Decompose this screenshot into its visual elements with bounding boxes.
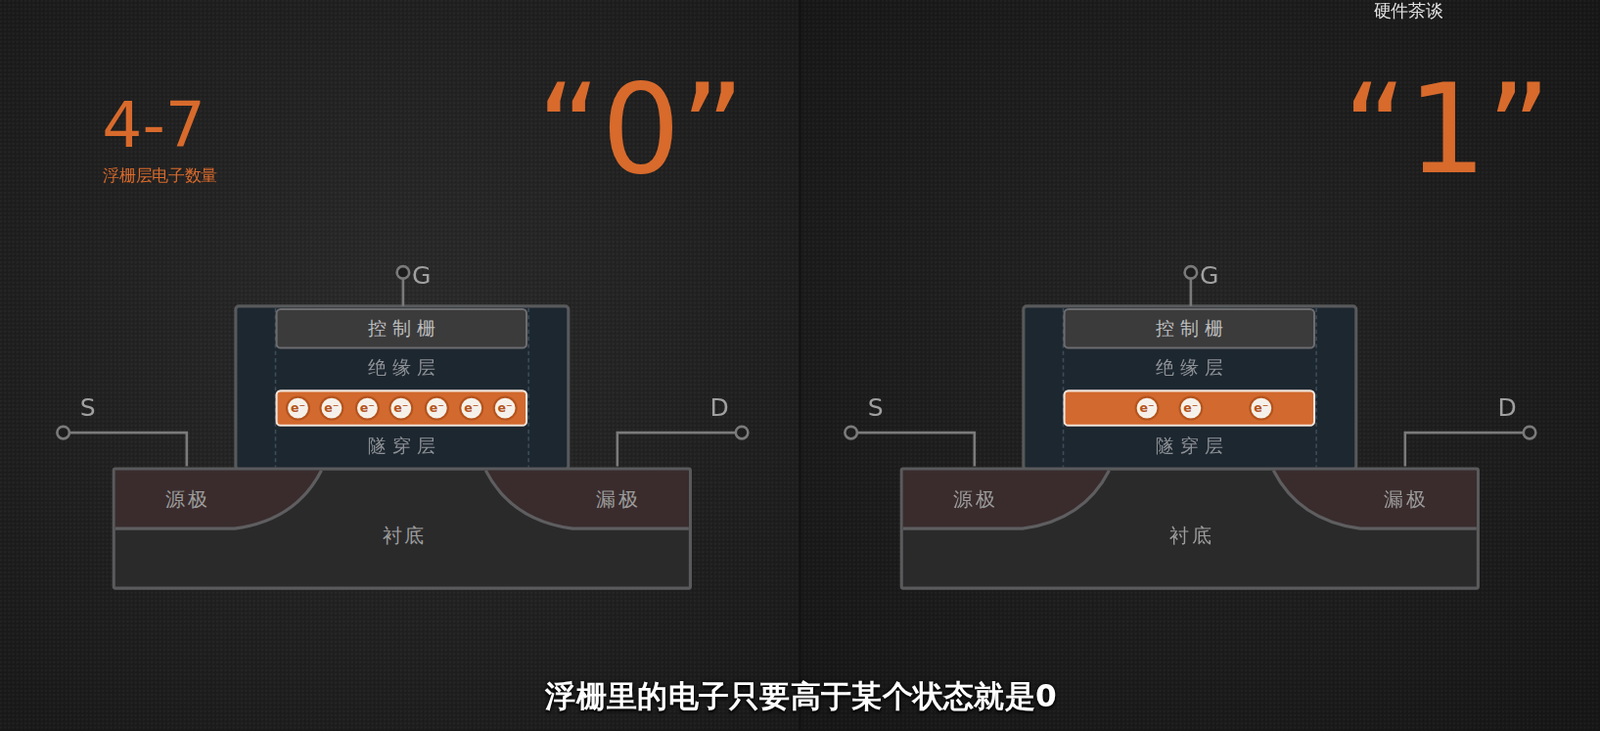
gate-wire: [402, 278, 406, 307]
region-outline: [115, 470, 322, 529]
region-shape: [903, 470, 1110, 532]
source-region: 源极: [115, 470, 322, 529]
layer-label: 绝缘层: [362, 358, 442, 377]
pin-name: S: [868, 396, 884, 421]
terminal: [844, 426, 858, 440]
drain-wire: [617, 432, 736, 466]
dash-line: [527, 308, 530, 468]
count-range: 4-7: [101, 93, 206, 158]
transistor-right: [844, 266, 1536, 470]
terminal: [735, 426, 749, 440]
electron: e⁻: [424, 396, 450, 421]
electron: e⁻: [319, 396, 344, 421]
floating-gate-box: e⁻ e⁻ e⁻ e⁻ e⁻ e⁻ e⁻: [275, 389, 529, 427]
region-fill: [115, 470, 322, 529]
drain-region: 漏极: [485, 470, 689, 529]
layer-label: 绝缘层: [1149, 358, 1230, 377]
transistor-left: [56, 266, 748, 470]
gate-label: 控制栅: [1149, 316, 1230, 341]
region-outline: [903, 470, 1110, 529]
substrate-box: 衬底 源极 漏极: [900, 467, 1480, 591]
terminal: [1523, 426, 1537, 440]
control-gate-box: 控制栅: [275, 308, 529, 350]
gate-label: 控制栅: [362, 316, 442, 341]
region-label: 衬底: [1166, 522, 1215, 549]
control-gate-box: 控制栅: [1063, 308, 1317, 350]
pin-name: S: [80, 396, 96, 421]
region-label: 漏极: [1380, 486, 1429, 513]
electron: e⁻: [355, 396, 380, 421]
region-shape: [485, 470, 689, 532]
electron: e⁻: [1248, 396, 1274, 421]
electron: e⁻: [1135, 396, 1160, 421]
state-value: “0”: [536, 67, 745, 192]
electron: e⁻: [285, 396, 311, 421]
source-wire: [69, 432, 187, 466]
dash-line: [1315, 308, 1318, 468]
region-shape: [115, 470, 322, 532]
pin-name: G: [411, 263, 431, 288]
region-outline: [1273, 470, 1477, 529]
drain-region: 漏极: [1273, 470, 1477, 529]
electron: e⁻: [493, 396, 518, 421]
gate-wire: [1189, 278, 1193, 307]
substrate-box: 衬底 源极 漏极: [112, 467, 692, 591]
watermark: 硬件茶谈: [1373, 2, 1444, 21]
drain-wire: [1405, 432, 1524, 466]
region-shape: [1273, 470, 1477, 532]
region-outline: [485, 470, 689, 529]
state-value: “1”: [1342, 67, 1552, 192]
source-wire: [857, 432, 975, 466]
layer-label: 隧穿层: [362, 436, 442, 456]
electron: e⁻: [458, 396, 484, 421]
region-label: 源极: [162, 486, 211, 513]
electron: e⁻: [388, 396, 413, 421]
region-fill: [1273, 470, 1477, 529]
count-caption: 浮栅层电子数量: [102, 167, 218, 184]
gate-stack: [1023, 306, 1357, 470]
source-region: 源极: [903, 470, 1110, 529]
region-label: 衬底: [378, 522, 427, 549]
pin-name: G: [1199, 263, 1219, 288]
region-label: 漏极: [593, 486, 641, 513]
terminal: [397, 266, 411, 279]
floating-gate-box: e⁻ e⁻ e⁻: [1063, 389, 1317, 427]
region-fill: [903, 470, 1110, 529]
region-label: 源极: [950, 486, 999, 513]
pin-name: D: [1497, 396, 1516, 421]
panel-divider: [798, 0, 801, 731]
terminal: [56, 426, 70, 440]
layer-label: 隧穿层: [1149, 436, 1230, 456]
terminal: [1185, 266, 1198, 279]
electron: e⁻: [1178, 396, 1203, 421]
pin-name: D: [709, 396, 729, 421]
region-fill: [485, 470, 689, 529]
subtitle: 浮栅里的电子只要高于某个状态就是0: [545, 676, 1056, 719]
gate-stack: [235, 306, 569, 470]
